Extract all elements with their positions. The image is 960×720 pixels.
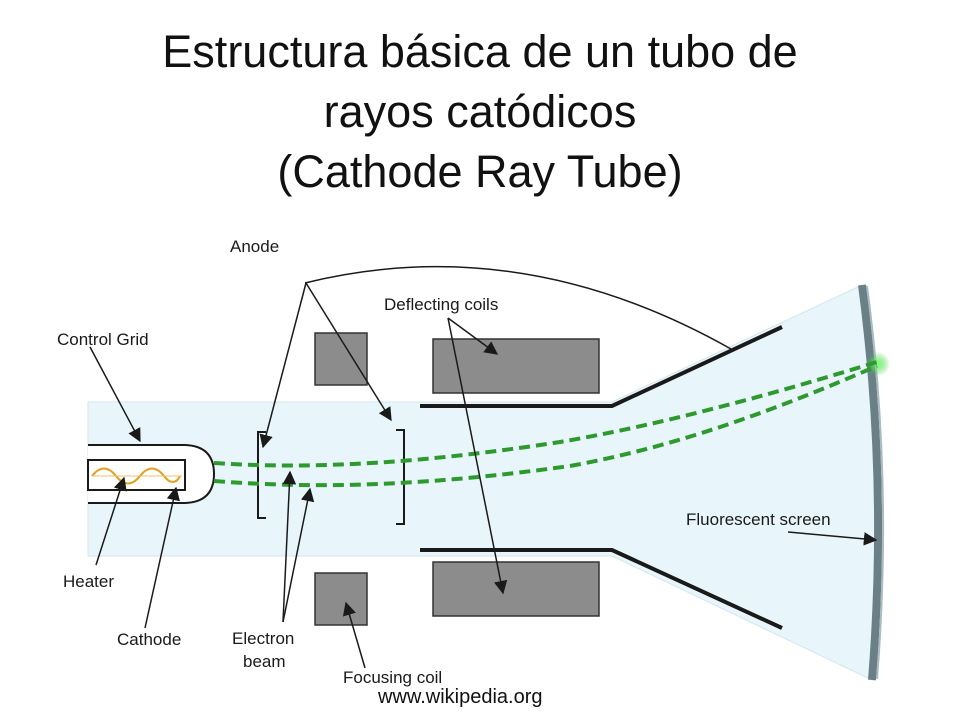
control-grid-arrow: [89, 346, 141, 443]
cathode-arrow: [144, 486, 180, 629]
electron-beam-upper: [213, 360, 878, 468]
tube-neck-bottom: [420, 548, 783, 630]
beam-arrow-2: [282, 487, 315, 623]
screen-spot: [866, 352, 890, 376]
electron-beam-lower: [213, 364, 878, 488]
title-line-3: (Cathode Ray Tube): [277, 146, 683, 197]
label-electron-beam-2: beam: [243, 652, 286, 671]
beam-arrow-1: [282, 470, 297, 623]
anode-leader: [304, 265, 732, 350]
anode-arrow-right: [305, 282, 392, 422]
title-line-1: Estructura básica de un tubo de: [162, 26, 798, 77]
label-cathode: Cathode: [117, 630, 181, 649]
fluorescent-screen: [858, 284, 883, 681]
label-electron-beam-1: Electron: [232, 629, 294, 648]
label-deflecting-coils: Deflecting coils: [384, 295, 498, 314]
focusing-coil-bottom: [314, 572, 368, 626]
label-heater: Heater: [63, 572, 114, 591]
deflecting-coil-bottom: [432, 561, 600, 617]
fluorescent-screen-arrow: [787, 531, 878, 546]
slide-title: Estructura básica de un tubo de rayos ca…: [0, 22, 960, 200]
source-credit: www.wikipedia.org: [378, 686, 543, 708]
tube-neck-top: [420, 325, 783, 408]
label-focusing-coil: Focusing coil: [343, 668, 442, 687]
deflecting-arrow-bottom: [447, 317, 508, 595]
focusing-coil-top: [314, 332, 368, 386]
heater-arrow: [95, 476, 127, 566]
label-anode: Anode: [230, 237, 279, 256]
title-line-2: rayos catódicos: [323, 86, 637, 137]
anode-bracket-right: [396, 429, 405, 525]
label-fluorescent-screen: Fluorescent screen: [686, 510, 831, 529]
deflecting-arrow-top: [447, 317, 499, 355]
label-control-grid: Control Grid: [57, 330, 149, 349]
focusing-coil-arrow: [342, 601, 366, 669]
cathode-shape: [87, 459, 186, 491]
anode-bracket-left: [257, 431, 266, 519]
anode-arrow-left: [259, 282, 307, 449]
